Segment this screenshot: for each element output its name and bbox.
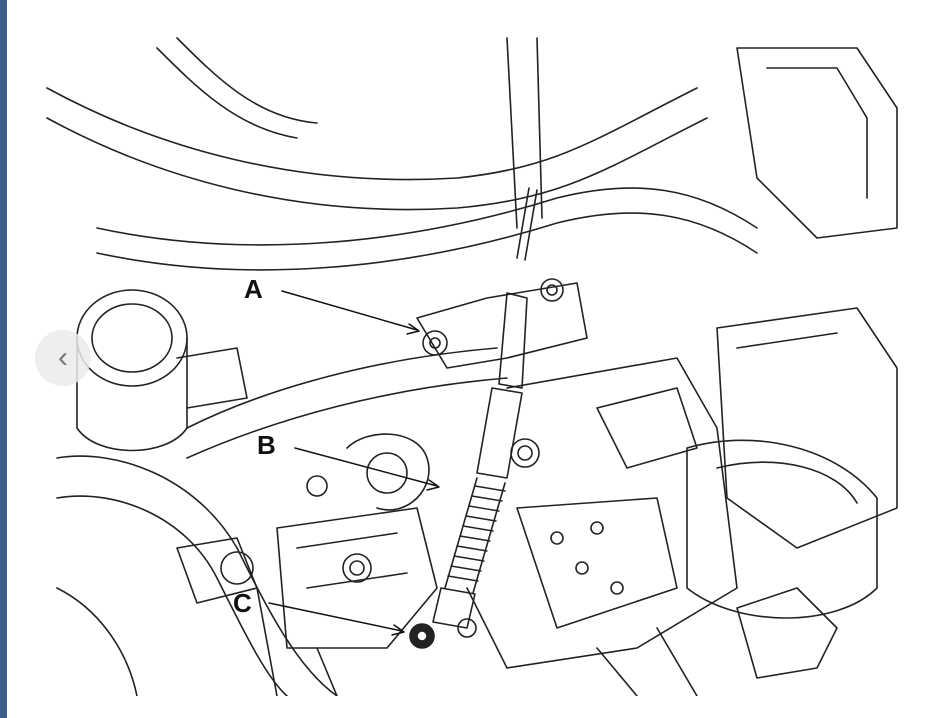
previous-image-button[interactable]: ‹	[35, 330, 91, 386]
callout-b-label: B	[257, 430, 276, 460]
left-edge-bar	[0, 0, 7, 718]
callout-c-label: C	[233, 588, 252, 618]
chevron-left-icon: ‹	[58, 341, 68, 374]
callout-a-label: A	[244, 274, 263, 304]
image-viewer: A B C ‹	[7, 0, 928, 718]
engine-bay-line-drawing	[37, 28, 917, 696]
